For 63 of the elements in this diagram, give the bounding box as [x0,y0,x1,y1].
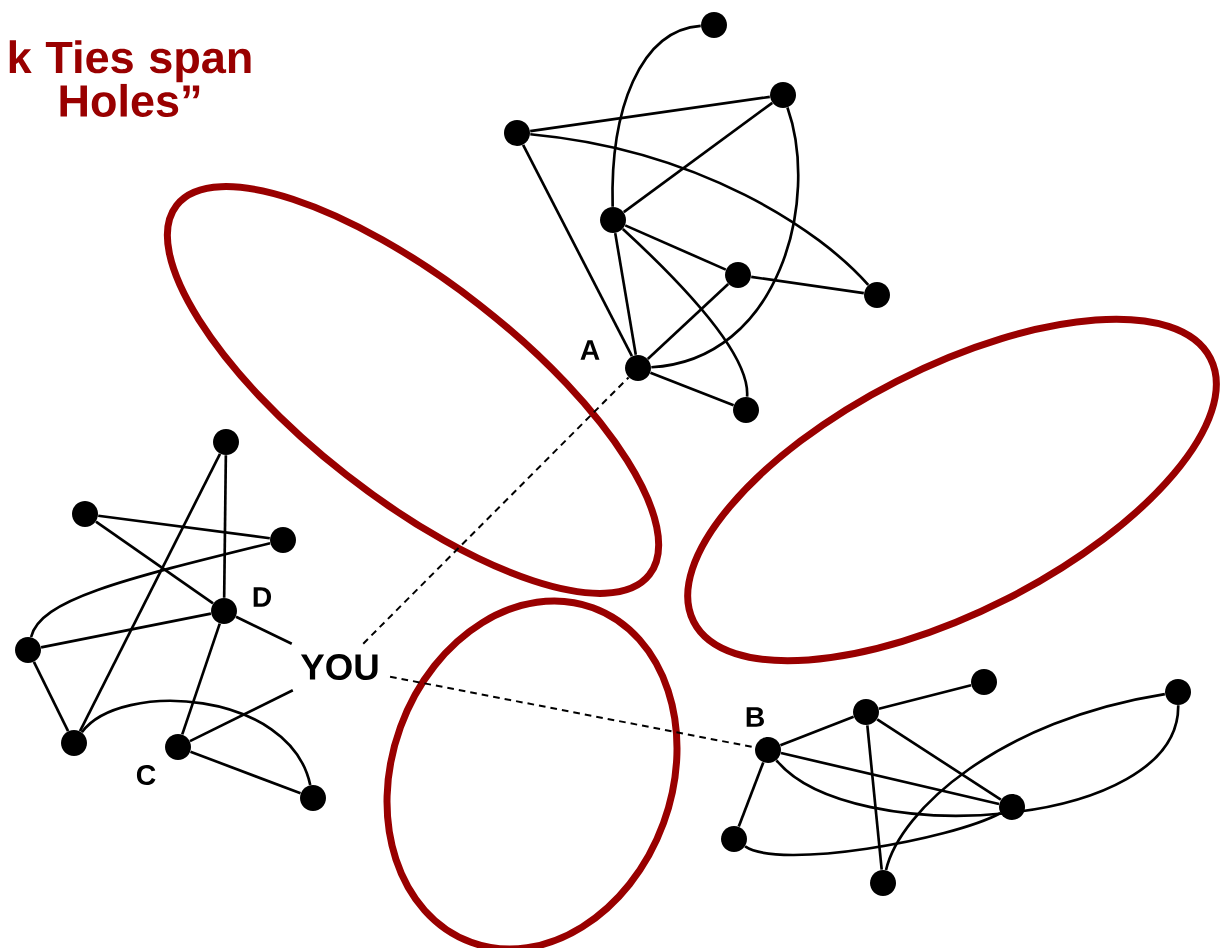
tie-line [651,107,800,369]
network-dot [755,737,781,763]
tie-line [613,232,638,356]
tie-line [95,520,214,605]
tie-line [521,144,634,357]
tie-line [751,275,864,295]
tie-line [235,615,293,645]
tie-line [611,24,701,207]
tie-line [775,705,1180,817]
tie-line [622,101,774,214]
node-letter: D [253,587,272,607]
network-dot [853,699,879,725]
network-dot [625,355,651,381]
tie-line [98,514,270,540]
network-dot [72,501,98,527]
network-dot [999,794,1025,820]
network-dot [15,637,41,663]
network-dot [270,527,296,553]
network-dot [213,429,239,455]
network-dot [61,730,87,756]
network-dot [504,120,530,146]
network-dot [770,82,796,108]
tie-line [624,224,727,271]
tie-line [884,692,1166,871]
tie-line [876,718,1002,801]
tie-line [779,715,855,747]
tie-line [737,761,765,827]
tie-line [649,371,735,407]
tie-line [744,812,1001,857]
node-letter: C [136,764,156,786]
network-dot [701,12,727,38]
tie-line [29,541,271,638]
tie-line [530,95,770,133]
network-dot [733,397,759,423]
network-dot [721,826,747,852]
tie-line [190,750,301,795]
tie-line [80,699,312,786]
tie-line [878,684,972,710]
tie-line [40,612,212,649]
tie-line [866,725,883,870]
network-dot [864,282,890,308]
tie-line [78,453,222,732]
network-dot [1165,679,1191,705]
tie-line [222,455,228,598]
network-dot [971,669,997,695]
tie-line [646,283,730,360]
title: k Ties span Holes” [9,40,251,117]
tie-line [362,376,630,645]
network-dot [165,734,191,760]
network-dot [600,207,626,233]
node-letter: A [580,340,600,360]
network-dot [870,870,896,896]
tie-line [780,751,1000,806]
tie-line [189,689,294,743]
node-label: YOU [300,654,378,680]
tie-line [530,132,870,286]
tie-line [181,623,221,735]
tie-line [32,661,70,732]
network-dot [211,598,237,624]
node-letter: B [746,707,764,727]
network-dot [300,785,326,811]
tie-line [621,228,749,397]
network-dot [725,262,751,288]
